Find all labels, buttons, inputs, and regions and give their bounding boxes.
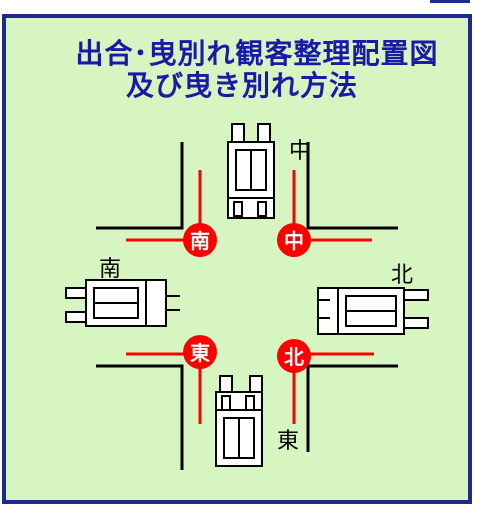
badge-circle: [183, 223, 217, 257]
badge-top-left: 南: [183, 223, 217, 257]
float-bottom: [215, 375, 263, 467]
badge-label-bottom-left: 東: [190, 341, 210, 365]
float-label-bottom: 東: [277, 429, 299, 454]
badge-circle: [183, 335, 217, 369]
road-lines: [96, 142, 398, 470]
float-right: [317, 287, 429, 335]
float-label-left: 南: [99, 257, 121, 282]
road-corner-bottom-right: [306, 364, 398, 452]
badge-circle: [277, 339, 311, 373]
badge-bottom-right: 北: [277, 339, 311, 373]
badge-label-top-left: 南: [190, 229, 210, 253]
diagram-subtitle: 及び曳き別れ方法: [125, 69, 358, 102]
badge-label-bottom-right: 北: [284, 345, 304, 369]
top-right-tab: [430, 0, 470, 3]
badge-circle: [277, 223, 311, 257]
float-label-right: 北: [391, 263, 413, 288]
badge-bottom-left: 東: [183, 335, 217, 369]
road-corner-bottom-left: [96, 364, 184, 470]
badge-label-top-right: 中: [284, 229, 304, 253]
road-corner-top-left: [96, 142, 184, 230]
diagram-title: 出合･曳別れ観客整理配置図: [75, 37, 439, 70]
float-label-top: 中: [289, 139, 311, 164]
float-left: [65, 279, 180, 327]
road-corner-top-right: [306, 142, 398, 230]
float-top: [227, 123, 275, 219]
badge-top-right: 中: [277, 223, 311, 257]
